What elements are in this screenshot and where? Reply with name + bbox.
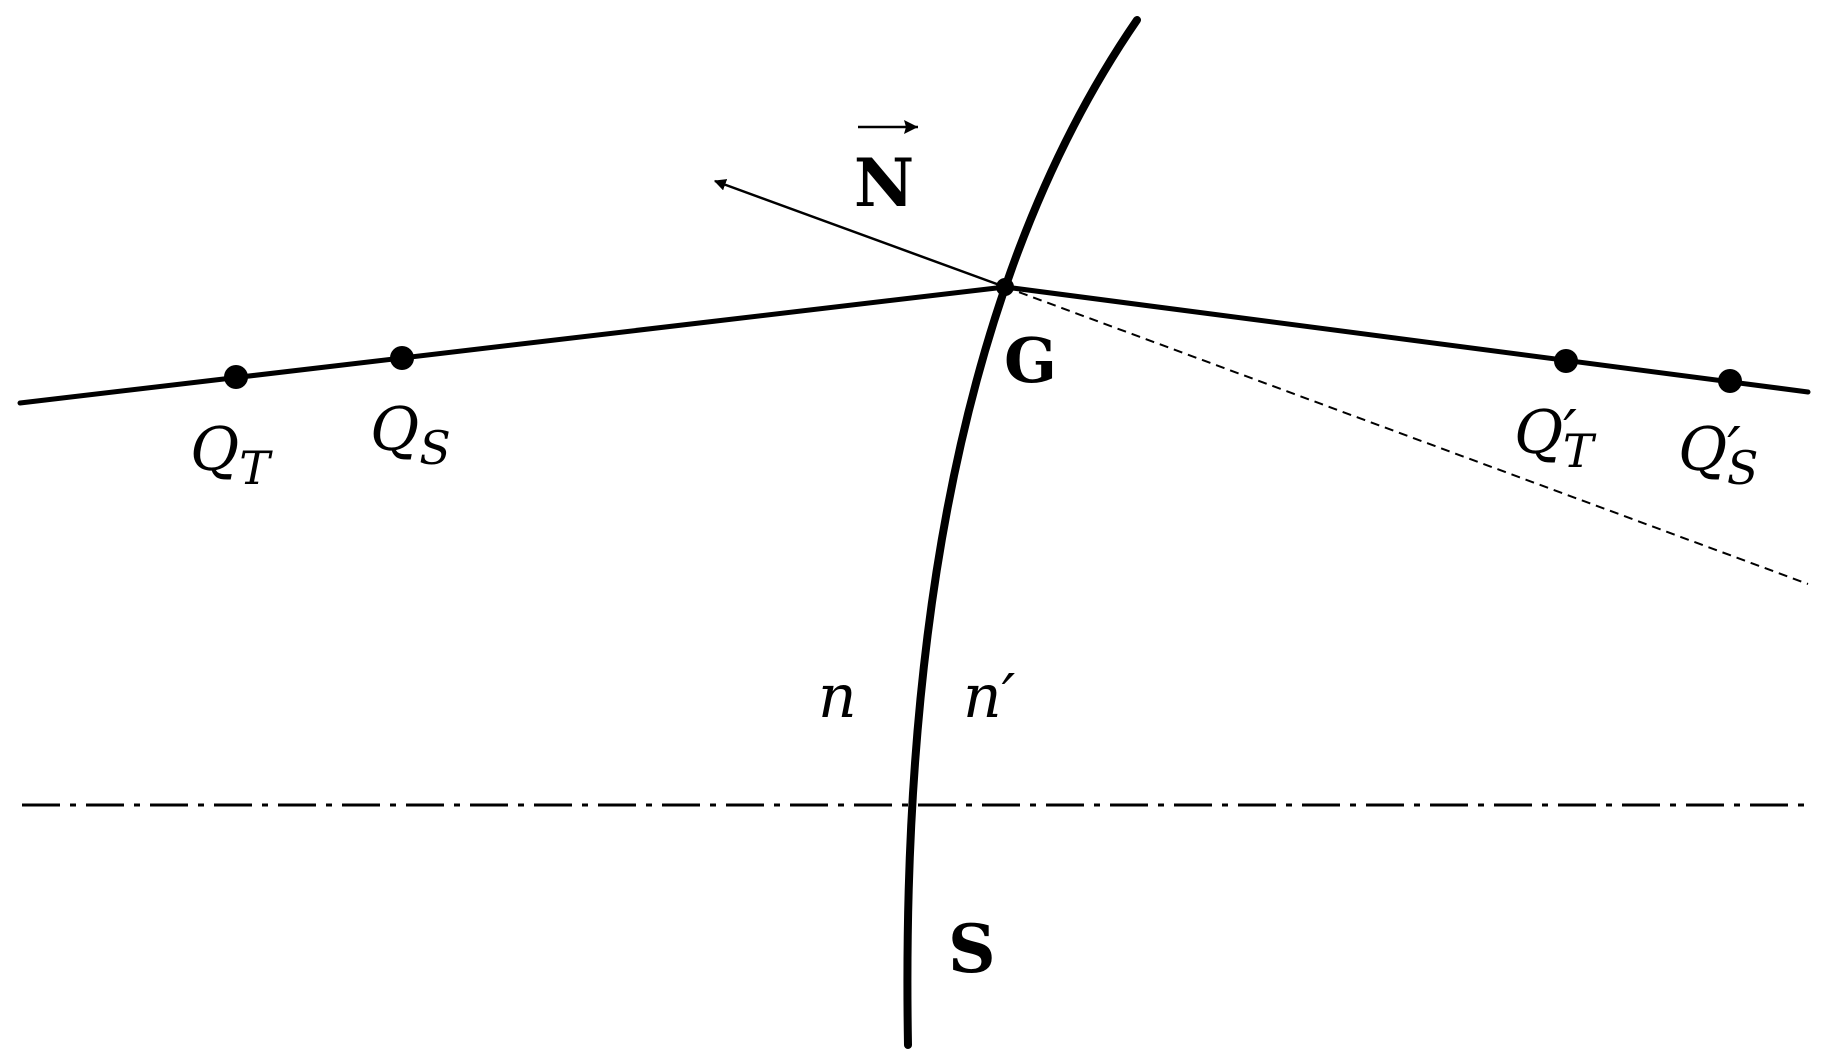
index-left-label: n: [818, 662, 857, 732]
point-q-s: [390, 346, 414, 370]
q-s-prime-subscript: S: [1727, 441, 1759, 495]
incident-ray: [17, 284, 1008, 406]
index-right-label: n′: [963, 662, 1016, 732]
q-s-prime-letter: Q′: [1678, 415, 1741, 485]
normal-vector-label: N: [854, 120, 918, 222]
q-t-subscript: T: [239, 441, 273, 495]
q-t-label: QT: [190, 415, 273, 495]
q-t-letter: Q: [190, 415, 239, 485]
point-q-t-prime: [1554, 349, 1578, 373]
surface-label: S: [948, 910, 996, 988]
normal-vector-arrow: [713, 179, 1006, 289]
refracted-ray: [1002, 284, 1811, 395]
vector-overarrow-head: [904, 120, 918, 134]
q-t-prime-letter: Q′: [1514, 398, 1577, 468]
normal-vector-letter: N: [854, 144, 914, 222]
q-s-prime-label: Q′S: [1678, 415, 1758, 495]
q-t-prime-label: Q′T: [1514, 398, 1597, 478]
refracting-surface: [903, 16, 1141, 1049]
q-s-label: QS: [370, 395, 451, 475]
undeviated-ray-extension: [1004, 286, 1809, 585]
q-s-subscript: S: [419, 421, 451, 475]
q-t-prime-subscript: T: [1563, 424, 1597, 478]
q-s-letter: Q: [370, 395, 419, 465]
vertex-point: [996, 278, 1014, 296]
point-q-s-prime: [1718, 369, 1742, 393]
vertex-label: G: [1004, 324, 1057, 397]
point-q-t: [224, 365, 248, 389]
